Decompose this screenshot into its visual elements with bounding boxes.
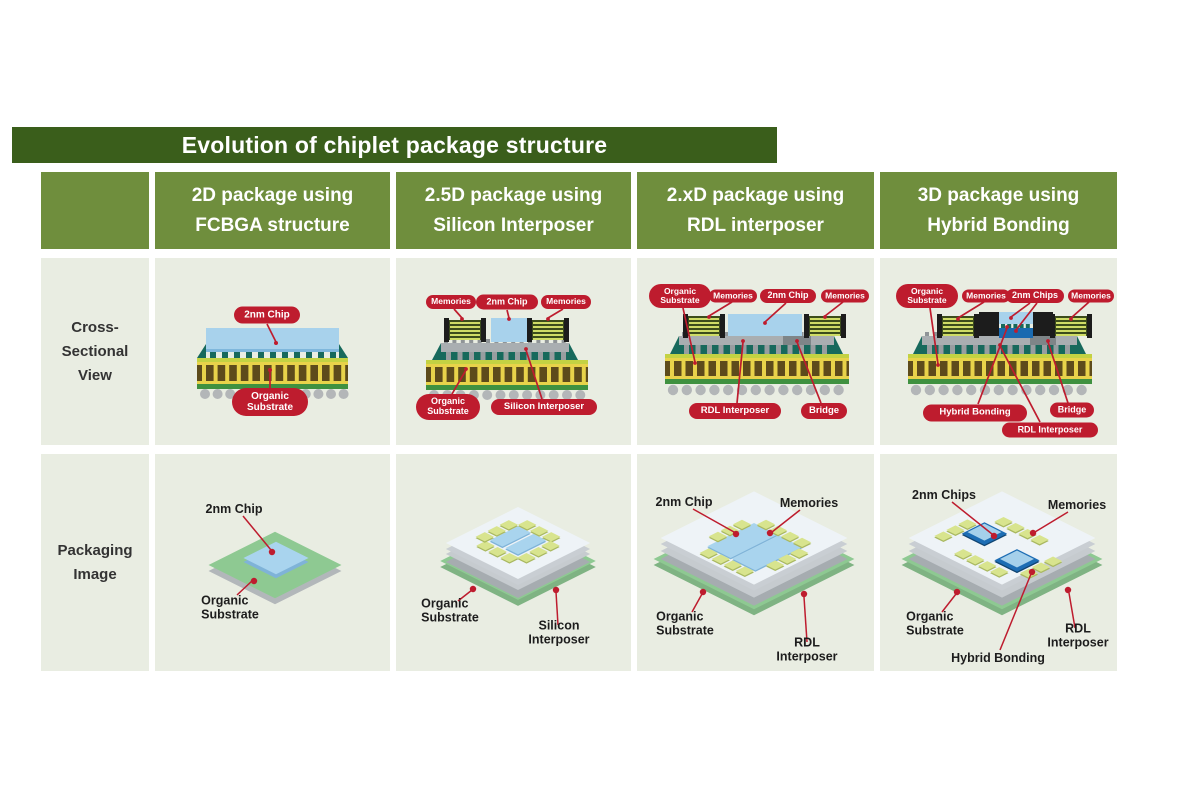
label-memories-left: Memories bbox=[709, 289, 757, 303]
label-2nm-chip: 2nm Chip bbox=[234, 306, 300, 324]
row-label-packaging-text: Packaging Image bbox=[57, 541, 133, 583]
label-bridge: Bridge bbox=[801, 403, 847, 419]
label-rdl-interposer: RDL Interposer bbox=[1002, 422, 1098, 438]
cell-packaging-2-5d: Organic Substrate Silicon Interposer bbox=[396, 454, 631, 671]
label-organic-substrate: Organic Substrate bbox=[906, 609, 964, 638]
row-label-cross-section-text: Cross- Sectional View bbox=[61, 318, 129, 384]
packaging-2-5d-art bbox=[440, 506, 596, 626]
cell-packaging-2d: 2nm Chip Organic Substrate bbox=[155, 454, 390, 671]
page-title: Evolution of chiplet package structure bbox=[181, 131, 608, 158]
label-2nm-chip: 2nm Chip bbox=[476, 294, 538, 310]
cross-section-2-xd-art bbox=[665, 301, 849, 404]
col-header-2d-label: 2D package using FCBGA structure bbox=[191, 185, 354, 236]
label-2nm-chips: 2nm Chips bbox=[912, 487, 976, 502]
cell-packaging-2-xd: 2nm Chip Memories Organic Substrate RDL … bbox=[637, 454, 874, 671]
label-organic-substrate: Organic Substrate bbox=[416, 394, 480, 420]
label-2nm-chips: 2nm Chips bbox=[1006, 289, 1064, 303]
label-memories-right: Memories bbox=[1068, 289, 1114, 303]
cross-section-2-5d-art bbox=[426, 308, 588, 400]
label-organic-substrate: Organic Substrate bbox=[656, 609, 714, 638]
label-bridge: Bridge bbox=[1050, 402, 1094, 418]
label-memories: Memories bbox=[1047, 497, 1107, 512]
label-organic-substrate: Organic Substrate bbox=[896, 284, 958, 308]
label-hybrid-bonding: Hybrid Bonding bbox=[951, 650, 1045, 665]
label-2nm-chip: 2nm Chip bbox=[760, 289, 816, 303]
col-header-2-xd: 2.xD package using RDL interposer bbox=[637, 172, 874, 249]
cell-cross-section-2d: 2nm Chip Organic Substrate bbox=[155, 258, 390, 445]
col-header-2-xd-label: 2.xD package using RDL interposer bbox=[666, 185, 845, 236]
label-organic-substrate: Organic Substrate bbox=[232, 388, 308, 416]
label-2nm-chip: 2nm Chip bbox=[205, 501, 263, 516]
label-memories-right: Memories bbox=[541, 295, 591, 309]
title-bar: Evolution of chiplet package structure bbox=[12, 127, 777, 163]
cross-section-3d-art bbox=[908, 301, 1092, 423]
packaging-3d-art bbox=[901, 491, 1103, 651]
cross-section-2d-art bbox=[197, 323, 349, 399]
label-rdl-interposer: RDL Interposer bbox=[1047, 621, 1109, 650]
label-organic-substrate: Organic Substrate bbox=[649, 284, 711, 308]
label-rdl-interposer: RDL Interposer bbox=[689, 403, 781, 419]
col-header-2-5d-label: 2.5D package using Silicon Interposer bbox=[424, 185, 603, 236]
label-organic-substrate: Organic Substrate bbox=[421, 596, 479, 625]
packaging-2d-art bbox=[208, 515, 342, 605]
col-header-3d-label: 3D package using Hybrid Bonding bbox=[917, 185, 1080, 236]
label-memories: Memories bbox=[779, 495, 839, 510]
label-memories-right: Memories bbox=[821, 289, 869, 303]
cell-cross-section-2-xd: Organic Substrate Memories 2nm Chip Memo… bbox=[637, 258, 874, 445]
label-silicon-interposer: Silicon Interposer bbox=[491, 399, 597, 415]
label-memories-left: Memories bbox=[426, 295, 476, 309]
row-label-cross-section: Cross- Sectional View bbox=[41, 258, 149, 445]
label-rdl-interposer: RDL Interposer bbox=[776, 635, 838, 664]
comparison-table: 2D package using FCBGA structure 2.5D pa… bbox=[41, 172, 1117, 671]
col-header-2-5d: 2.5D package using Silicon Interposer bbox=[396, 172, 631, 249]
row-label-packaging: Packaging Image bbox=[41, 454, 149, 671]
col-header-3d: 3D package using Hybrid Bonding bbox=[880, 172, 1117, 249]
cell-packaging-3d: 2nm Chips Memories Organic Substrate RDL… bbox=[880, 454, 1117, 671]
label-organic-substrate: Organic Substrate bbox=[201, 593, 259, 622]
label-hybrid-bonding: Hybrid Bonding bbox=[923, 404, 1027, 422]
cell-cross-section-3d: Organic Substrate Memories 2nm Chips Mem… bbox=[880, 258, 1117, 445]
label-silicon-interposer: Silicon Interposer bbox=[528, 618, 590, 647]
label-2nm-chip: 2nm Chip bbox=[655, 494, 713, 509]
packaging-2-xd-art bbox=[653, 491, 855, 643]
label-memories-left: Memories bbox=[962, 289, 1010, 303]
cell-cross-section-2-5d: Memories 2nm Chip Memories Organic Subst… bbox=[396, 258, 631, 445]
col-header-2d: 2D package using FCBGA structure bbox=[155, 172, 390, 249]
corner-cell bbox=[41, 172, 149, 249]
